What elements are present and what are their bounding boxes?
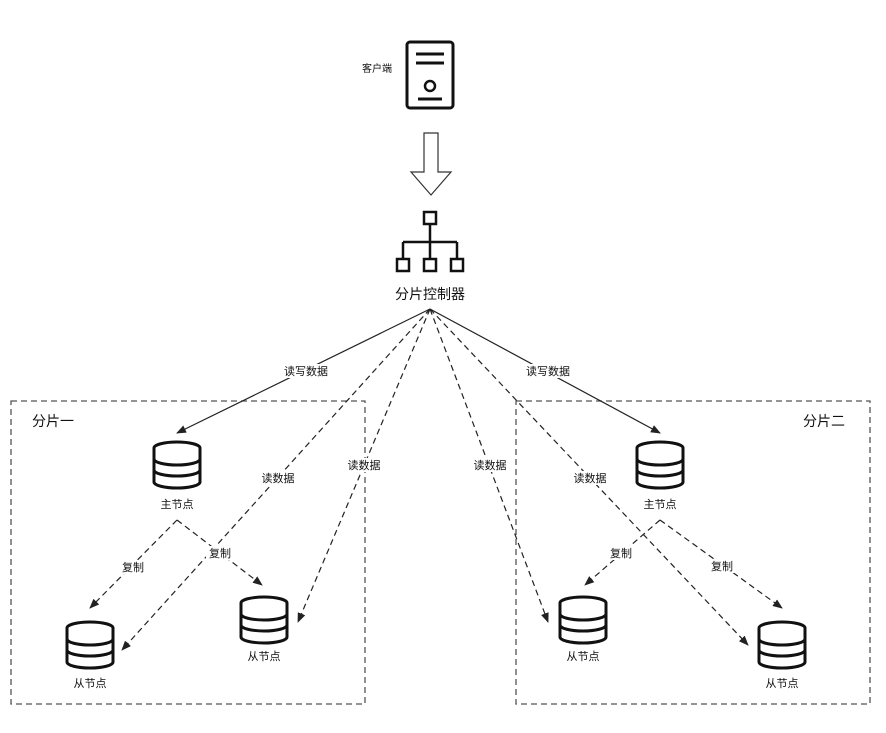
svg-text:读数据: 读数据 bbox=[574, 471, 607, 485]
read-edge-3 bbox=[429, 308, 549, 623]
shard-2-slave-1-database-icon bbox=[558, 595, 608, 645]
svg-text:复制: 复制 bbox=[209, 546, 231, 560]
shard-1-master-label: 主节点 bbox=[161, 498, 194, 511]
shard-2-master-database-icon bbox=[635, 440, 685, 490]
edge-label-replicate-3: 复制 bbox=[607, 546, 635, 560]
edge-label-replicate-2: 复制 bbox=[206, 546, 234, 560]
read-edge-2 bbox=[297, 308, 431, 623]
edge-label-read-4: 读数据 bbox=[570, 471, 610, 485]
shard-1-slave-1-label: 从节点 bbox=[74, 677, 107, 690]
shard-1-master-database-icon bbox=[152, 440, 202, 490]
shard-2-slave-2-database-icon bbox=[757, 620, 807, 670]
server-tower-icon bbox=[405, 40, 455, 110]
hierarchy-icon bbox=[395, 210, 465, 273]
edge-label-read-2: 读数据 bbox=[344, 458, 384, 472]
shard-2-slave-2-label: 从节点 bbox=[766, 677, 799, 690]
request-flow-arrow bbox=[409, 132, 453, 196]
svg-text:读写数据: 读写数据 bbox=[284, 364, 328, 378]
edge-label-read-1: 读数据 bbox=[258, 471, 298, 485]
edge-label-replicate-4: 复制 bbox=[708, 559, 736, 573]
svg-text:读数据: 读数据 bbox=[262, 471, 295, 485]
shard-1-slave-2-label: 从节点 bbox=[248, 650, 281, 663]
edge-label-rw-1: 读写数据 bbox=[280, 364, 332, 378]
edge-label-rw-2: 读写数据 bbox=[522, 364, 574, 378]
shard-1-slave-2-database-icon bbox=[239, 595, 289, 645]
svg-text:读数据: 读数据 bbox=[348, 458, 381, 472]
svg-text:读写数据: 读写数据 bbox=[526, 364, 570, 378]
svg-text:复制: 复制 bbox=[711, 559, 733, 573]
shard-2-label: 分片二 bbox=[803, 414, 845, 430]
shard-1-slave-1-database-icon bbox=[65, 620, 115, 670]
replicate-edge-3 bbox=[584, 519, 661, 586]
client-label: 客户端 bbox=[362, 62, 392, 75]
shard-box-1 bbox=[10, 400, 366, 705]
edge-label-replicate-1: 复制 bbox=[119, 560, 147, 574]
read-edge-1 bbox=[121, 308, 431, 651]
shard-1-label: 分片一 bbox=[32, 414, 74, 430]
svg-text:复制: 复制 bbox=[122, 560, 144, 574]
shard-box-2 bbox=[515, 400, 871, 705]
edge-label-read-3: 读数据 bbox=[470, 458, 510, 472]
svg-text:复制: 复制 bbox=[610, 546, 632, 560]
shard-2-slave-1-label: 从节点 bbox=[567, 650, 600, 663]
shard-2-master-label: 主节点 bbox=[644, 498, 677, 511]
svg-text:读数据: 读数据 bbox=[474, 458, 507, 472]
controller-label: 分片控制器 bbox=[395, 287, 465, 303]
